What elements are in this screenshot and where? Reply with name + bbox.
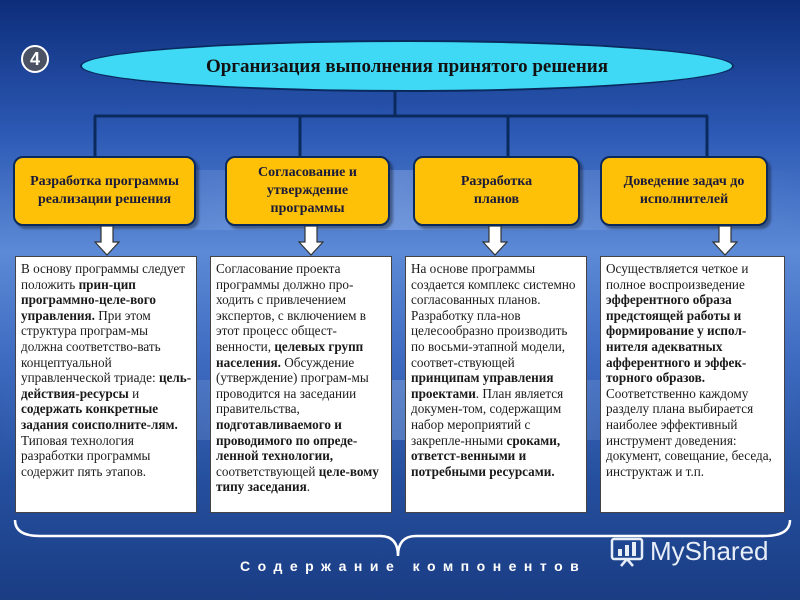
emphasis-text: принципам управления проектами (411, 370, 554, 401)
body-text: Согласование проекта программы должно пр… (216, 261, 366, 354)
body-text: Обсуждение (утверждение) програм-мы пров… (216, 354, 369, 417)
down-arrow-icon (712, 226, 738, 256)
box-label: Разработка программы реализации решения (30, 174, 179, 207)
emphasis-text: целе-вому типу заседания (216, 463, 379, 495)
body-text: В основу программы следует положить (21, 261, 185, 292)
box-program-development: Разработка программы реализации решения (13, 156, 196, 226)
emphasis-text: сроками, ответст-венными и потребными ре… (411, 432, 561, 479)
emphasis-text: эфферентного образа предстоящей работы и… (606, 292, 747, 386)
down-arrow-icon (482, 226, 508, 256)
content-block-3: На основе программы создается комплекс с… (405, 256, 587, 513)
content-text: Согласование проекта программы должно пр… (216, 261, 387, 495)
content-text: На основе программы создается комплекс с… (411, 261, 582, 479)
emphasis-text: цель-действия-ресурсы (21, 370, 192, 401)
emphasis-text: подготавливаемого и проводимого по опред… (216, 416, 358, 464)
box-approval: Согласование и утверждение программы (225, 156, 390, 226)
content-block-4: Осуществляется четкое и полное воспроизв… (600, 256, 785, 513)
body-text: и (128, 385, 140, 401)
body-text: Типовая технология разработки программы … (21, 432, 151, 479)
logo-text: MyShared (650, 536, 769, 566)
body-text: Осуществляется четкое и полное воспроизв… (606, 261, 749, 292)
presentation-icon (610, 537, 644, 567)
footer-caption: Содержание компонентов (240, 558, 587, 574)
emphasis-text: прин-цип программно-целе-вого управления… (21, 276, 156, 323)
content-block-1: В основу программы следует положить прин… (15, 256, 197, 513)
down-arrow-icon (298, 226, 324, 256)
body-text: На основе программы создается комплекс с… (411, 261, 576, 370)
body-text: соответствующей (216, 463, 319, 479)
box-label: Разработка планов (460, 174, 533, 207)
slide-number-badge: 4 (21, 45, 49, 73)
myshared-logo: MyShared (610, 536, 769, 567)
curly-brace (13, 519, 792, 557)
emphasis-text: целевых групп населения. (216, 338, 364, 370)
body-text: Соответственно каждому разделу плана выб… (606, 385, 772, 479)
body-text: . План является докумен-том, содержащим … (411, 385, 564, 448)
body-text: . (306, 479, 311, 495)
box-task-delivery: Доведение задач до исполнителей (600, 156, 768, 226)
body-text: При этом структура програм-мы должна соо… (21, 307, 161, 386)
box-plan-development: Разработка планов (413, 156, 580, 226)
box-label: Доведение задач до исполнителей (623, 174, 745, 207)
content-text: Осуществляется четкое и полное воспроизв… (606, 261, 780, 479)
down-arrow-icon (94, 226, 120, 256)
title-ellipse: Организация выполнения принятого решения (80, 40, 734, 92)
content-block-2: Согласование проекта программы должно пр… (210, 256, 392, 513)
page-title: Организация выполнения принятого решения (205, 55, 608, 77)
box-label: Согласование и утверждение программы (258, 165, 357, 216)
emphasis-text: содержать конкретные задания соисполните… (21, 401, 178, 432)
content-text: В основу программы следует положить прин… (21, 261, 192, 479)
